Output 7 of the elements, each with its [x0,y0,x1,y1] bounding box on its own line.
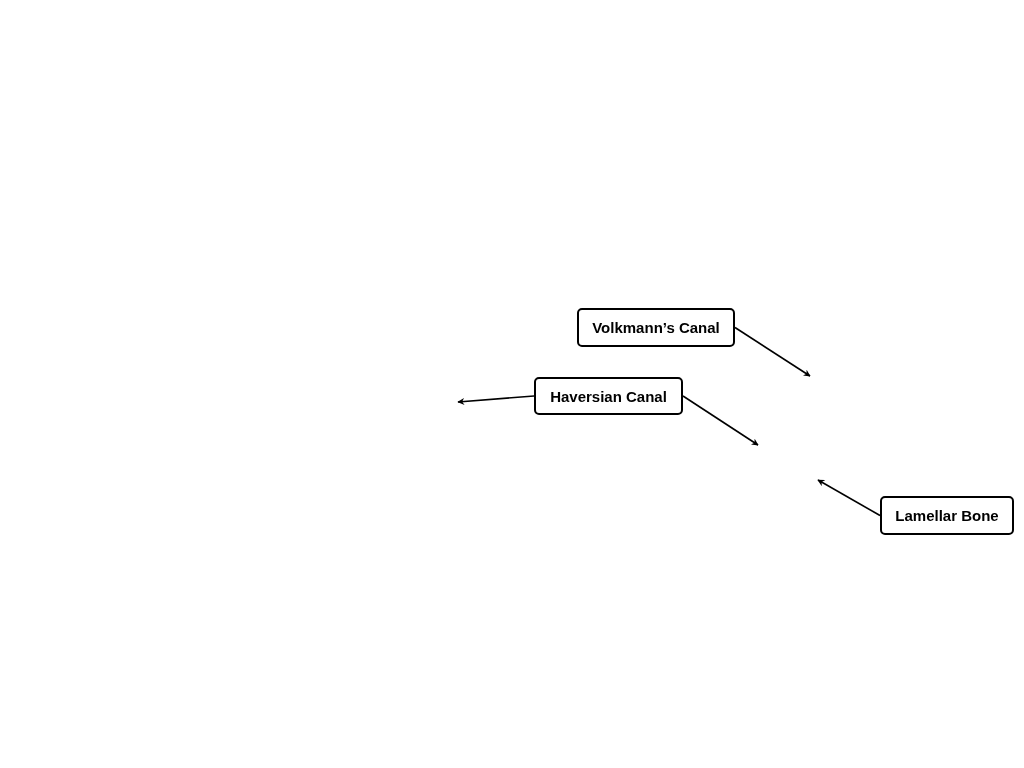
leader-line [682,395,759,446]
label-box: Volkmann’s Canal [577,308,735,347]
leader-line [734,326,811,377]
leader-line [817,479,881,517]
leader-line [457,395,535,405]
label-box: Haversian Canal [534,377,683,415]
label-box: Lamellar Bone [880,496,1014,535]
